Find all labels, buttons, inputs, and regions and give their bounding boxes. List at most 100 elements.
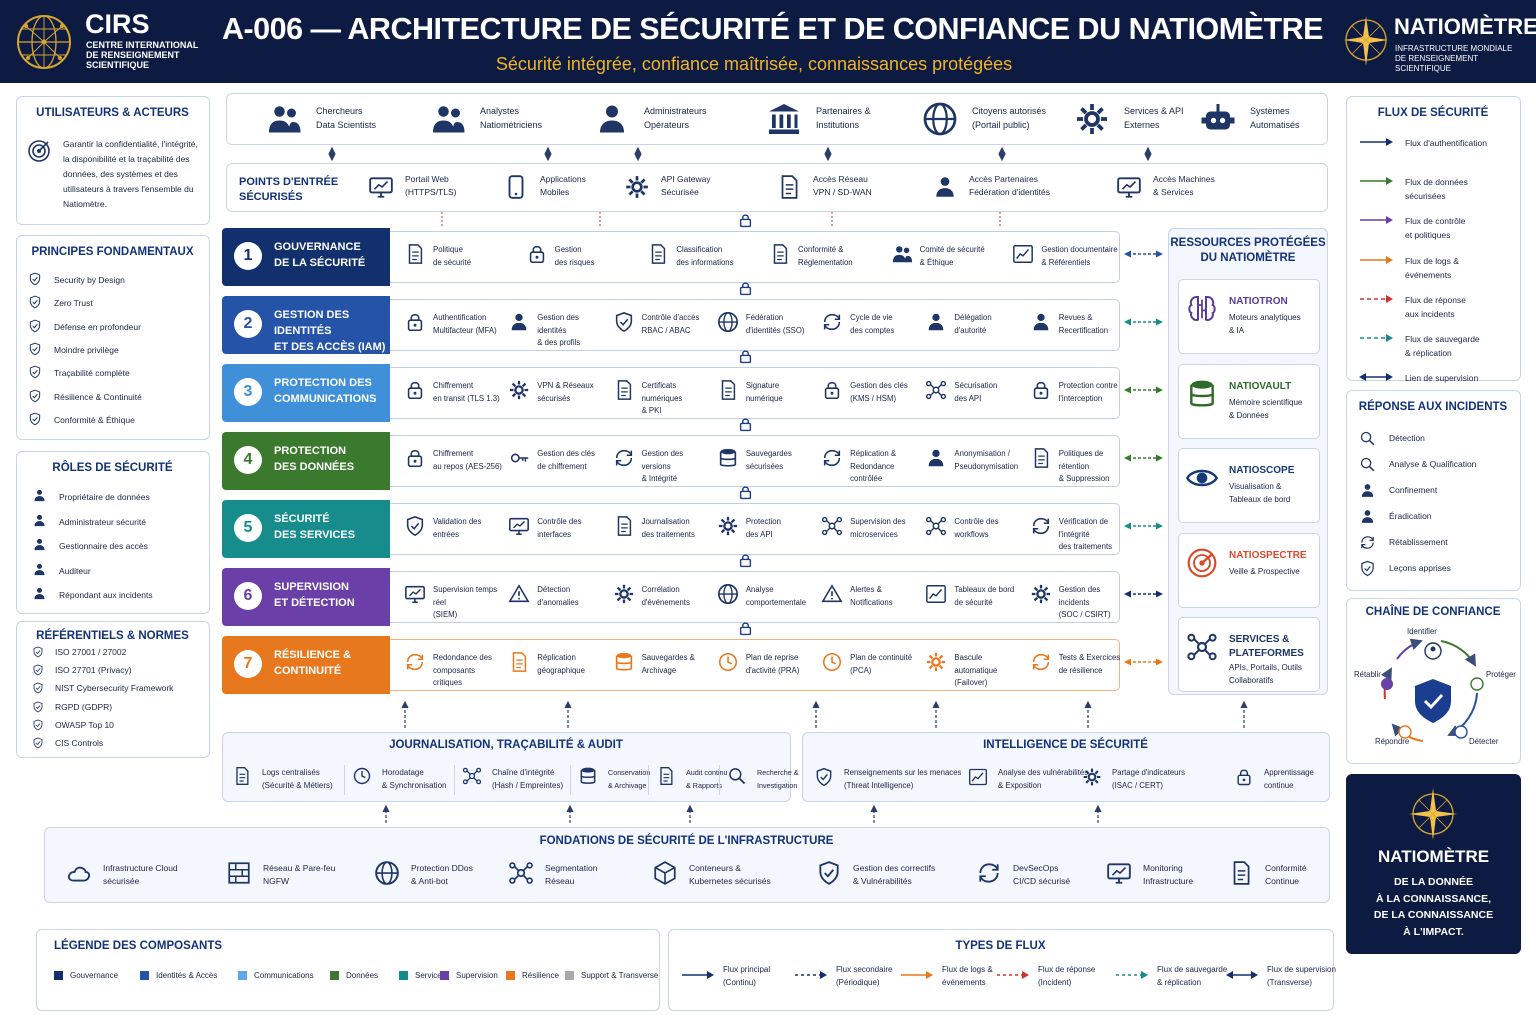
layer-component-icon: [717, 447, 739, 469]
role-item: Auditeur: [59, 565, 91, 576]
actor-globe-icon: [922, 101, 958, 137]
principle-shield-icon: [28, 412, 42, 426]
layer-title: SUPERVISION ET DÉTECTION: [274, 581, 355, 609]
standard-badge-icon: [32, 664, 44, 676]
users-actors-description: Garantir la confidentialité, l'intégrité…: [63, 139, 198, 209]
incident-step: Rétablissement: [1389, 537, 1448, 547]
resource-card-services-plateformes: [1178, 617, 1320, 692]
incident-refresh-icon: [1359, 534, 1376, 551]
layer-component-icon: [526, 243, 548, 265]
layer-component-label: Contrôle des workflows: [954, 517, 999, 539]
layer-7-components: [390, 639, 1120, 691]
layer-component-icon: [613, 651, 635, 673]
actor-people-icon: [430, 101, 466, 137]
principle-shield-icon: [28, 295, 42, 309]
flow-type-line-sample: [901, 971, 933, 979]
actor-people-icon: [266, 101, 302, 137]
layer-component-icon: [891, 243, 913, 265]
layer-component-label: Gestion des incidents (SOC / CSIRT): [1058, 585, 1111, 619]
principle-shield-icon: [28, 342, 42, 356]
layer-component-icon: [821, 515, 843, 537]
principle-shield-icon: [28, 272, 42, 286]
layer-component-label: Validation des entrées: [433, 517, 482, 539]
layer-number: 5: [234, 514, 262, 542]
layer-title: PROTECTION DES COMMUNICATIONS: [274, 377, 377, 405]
layer-component-label: Supervision temps réel (SIEM): [433, 585, 498, 619]
foundation-item: Monitoring Infrastructure: [1143, 863, 1194, 886]
layer-component-icon: [647, 243, 669, 265]
layer-component-icon: [925, 583, 947, 605]
layer-component-label: Comité de sécurité & Éthique: [919, 245, 985, 267]
layer-component-label: Alertes & Notifications: [850, 585, 893, 607]
incident-shield-icon: [1359, 560, 1376, 577]
legend-label: Gouvernance: [70, 971, 119, 980]
standard-item: NIST Cybersecurity Framework: [55, 683, 174, 694]
layer-component-icon: [717, 379, 739, 401]
intel-chart-icon: [968, 767, 988, 787]
foundation-item: Protection DDos & Anti-bot: [411, 863, 473, 886]
flow-label: Flux d'authentification: [1405, 138, 1487, 148]
flow-line-sample: [1360, 334, 1393, 342]
incident-search-icon: [1359, 430, 1376, 447]
actor-label: Services & API Externes: [1124, 106, 1184, 130]
foundation-globe-icon: [374, 860, 400, 886]
entry-person-icon: [932, 174, 958, 200]
standard-badge-icon: [32, 719, 44, 731]
resource-card-natiovault: [1178, 363, 1320, 439]
layer-component-icon: [1030, 515, 1052, 537]
flow-type-label: Flux secondaire (Périodique): [836, 965, 893, 987]
foundation-shield-icon: [816, 860, 842, 886]
principle-shield-icon: [28, 389, 42, 403]
logging-network-icon: [462, 766, 482, 786]
layer-component-label: Redondance des composants critiques: [433, 653, 492, 687]
foundation-item: Conformité Continue: [1265, 863, 1307, 886]
principle-shield-icon: [28, 365, 42, 379]
entry-gear-icon: [624, 174, 650, 200]
layer-component-label: Supervision des microservices: [850, 517, 906, 539]
logging-separator: [719, 765, 720, 795]
layer-component-icon: [404, 583, 426, 605]
layer-component-icon: [1012, 243, 1034, 265]
resource-card-natioscope: [1178, 448, 1320, 523]
layer-component-icon: [821, 379, 843, 401]
flow-type-label: Flux de réponse (Incident): [1038, 965, 1096, 987]
legend-label: Support & Transverse: [581, 971, 659, 980]
layer-component-icon: [717, 583, 739, 605]
layer-component-label: Fédération d'identités (SSO): [745, 313, 805, 335]
flow-label: Flux de logs & événements: [1405, 255, 1459, 280]
layer-component-icon: [404, 311, 426, 333]
entry-monitor-icon: [1116, 174, 1142, 200]
layer-component-icon: [1030, 583, 1052, 605]
layer-5-components: [390, 503, 1120, 555]
resource-description: Moteurs analytiques & IA: [1229, 313, 1301, 335]
intel-lock-icon: [1234, 767, 1254, 787]
role-item: Propriétaire de données: [59, 492, 150, 502]
layer-component-label: Plan de reprise d'activité (PRA): [745, 653, 800, 675]
layer-lock-icon: [739, 281, 752, 296]
resource-eye-icon: [1186, 462, 1218, 494]
flow-types-panel: TYPES DE FLUX Flux principal (Continu)Fl…: [668, 929, 1336, 1011]
layer-component-icon: [717, 515, 739, 537]
entry-point-label: API Gateway Sécurisée: [661, 174, 711, 197]
resource-db-icon: [1186, 378, 1218, 410]
principle-item: Défense en profondeur: [54, 321, 141, 332]
layer-number: 7: [234, 650, 262, 678]
legend-label: Résilience: [522, 971, 559, 980]
layer-component-icon: [1030, 311, 1052, 333]
entry-point-label: Accès Partenaires Fédération d'identités: [969, 174, 1051, 197]
logging-item: Conservation & Archivage: [608, 768, 651, 790]
layer-component-icon: [613, 447, 635, 469]
layer-component-icon: [925, 379, 947, 401]
principle-item: Résilience & Continuité: [54, 391, 142, 402]
layer-component-label: Gestion des clés (KMS / HSM): [850, 381, 908, 403]
security-flows-title: FLUX DE SÉCURITÉ: [1377, 107, 1489, 119]
security-intelligence-title: INTELLIGENCE DE SÉCURITÉ: [983, 739, 1148, 751]
principle-item: Moindre privilège: [54, 344, 119, 355]
logging-separator: [570, 765, 571, 795]
layer-component-icon: [404, 515, 426, 537]
principle-item: Traçabilité complète: [54, 368, 130, 379]
layer-component-label: Gestion documentaire & Référentiels: [1041, 245, 1118, 267]
